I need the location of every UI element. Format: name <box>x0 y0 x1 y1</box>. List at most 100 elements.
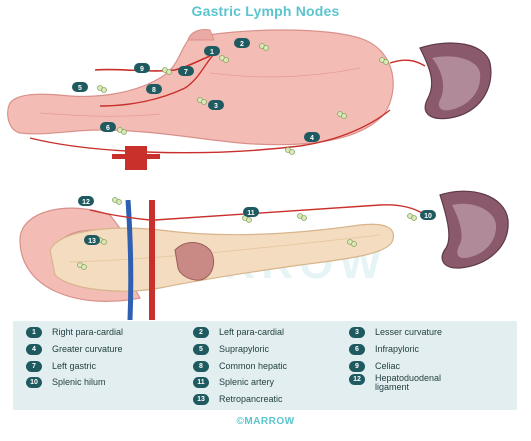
artery-hepatic <box>89 209 151 221</box>
legend-item-6: 6 Infrapyloric <box>349 344 419 356</box>
legend-label: Greater curvature <box>52 344 123 354</box>
legend-badge: 3 <box>349 327 365 338</box>
svg-text:13: 13 <box>88 238 96 245</box>
legend-label: Suprapyloric <box>219 344 270 354</box>
legend-badge: 8 <box>193 361 209 372</box>
legend-item-7: 7 Left gastric <box>26 361 96 373</box>
svg-text:5: 5 <box>78 85 82 92</box>
legend-item-12: 12 Hepatoduodenal ligament <box>349 374 460 392</box>
svg-text:6: 6 <box>106 125 110 132</box>
legend-badge: 5 <box>193 344 209 355</box>
legend-label: Hepatoduodenal ligament <box>375 373 442 392</box>
stomach-shape <box>7 29 394 146</box>
legend-badge: 2 <box>193 327 209 338</box>
legend-item-9: 9 Celiac <box>349 361 400 373</box>
legend-badge: 1 <box>26 327 42 338</box>
footer-brand: ©MARROW <box>236 416 295 427</box>
svg-text:2: 2 <box>240 41 244 48</box>
stomach-illustration: MARROW 1 2 3 4 5 6 7 8 9 <box>7 29 492 170</box>
svg-text:9: 9 <box>140 66 144 73</box>
legend-label: Infrapyloric <box>375 344 420 354</box>
lymph-node <box>166 69 172 75</box>
lymph-node <box>223 57 229 63</box>
artery-left-gastric <box>94 55 211 72</box>
svg-text:10: 10 <box>424 213 432 220</box>
svg-text:4: 4 <box>310 135 314 142</box>
node-badge-1: 1 <box>204 46 220 56</box>
node-badge-12: 12 <box>78 196 94 206</box>
pancreas-illustration: MARROW 10 11 12 13 <box>19 190 509 320</box>
legend-badge: 11 <box>193 377 209 388</box>
lymph-node <box>351 241 357 247</box>
legend-badge: 9 <box>349 361 365 372</box>
lymph-node <box>411 215 417 221</box>
stomach-remnant <box>174 242 215 281</box>
legend-item-2: 2 Left para-cardial <box>193 327 284 339</box>
node-badge-2: 2 <box>234 38 250 48</box>
node-badge-5: 5 <box>72 82 88 92</box>
legend-item-10: 10 Splenic hilum <box>26 377 106 389</box>
stomach-folds <box>39 67 361 117</box>
lymph-node <box>341 113 347 119</box>
legend-item-13: 13 Retropancreatic <box>193 394 283 406</box>
diagram-title: Gastric Lymph Nodes <box>191 3 340 19</box>
node-badge-11: 11 <box>243 207 259 217</box>
node-badge-8: 8 <box>146 84 162 94</box>
legend-item-3: 3 Lesser curvature <box>349 327 442 339</box>
lymph-node <box>116 199 122 205</box>
lymph-node <box>201 99 207 105</box>
lymph-node <box>246 217 252 223</box>
svg-text:1: 1 <box>210 49 214 56</box>
legend-item-8: 8 Common hepatic <box>193 361 287 373</box>
lymph-nodes-upper <box>97 43 389 155</box>
lymph-node <box>383 59 389 65</box>
legend-item-1: 1 Right para-cardial <box>26 327 123 339</box>
artery-lesser-curvature <box>99 52 216 107</box>
node-badge-6: 6 <box>100 122 116 132</box>
spleen-inner <box>432 56 481 111</box>
aorta-branch <box>112 154 160 159</box>
legend-badge: 12 <box>349 374 365 385</box>
legend-badge: 4 <box>26 344 42 355</box>
lymph-node <box>263 45 269 51</box>
legend-label: Splenic artery <box>219 377 275 387</box>
artery-splenic-upper <box>389 59 426 67</box>
legend-label: Left gastric <box>52 361 97 371</box>
legend-label: Lesser curvature <box>375 327 443 337</box>
legend-item-4: 4 Greater curvature <box>26 344 123 356</box>
lymph-node <box>101 239 107 245</box>
spleen-inner-lower <box>452 203 497 259</box>
svg-text:8: 8 <box>152 87 156 94</box>
legend-label: Splenic hilum <box>52 377 106 387</box>
legend-item-11: 11 Splenic artery <box>193 377 274 389</box>
svg-text:3: 3 <box>214 103 218 110</box>
legend-badge: 10 <box>26 377 42 388</box>
legend-label: Retropancreatic <box>219 394 283 404</box>
legend-label: Celiac <box>375 361 401 371</box>
node-badge-10: 10 <box>420 210 436 220</box>
legend-badge: 6 <box>349 344 365 355</box>
legend-item-5: 5 Suprapyloric <box>193 344 269 356</box>
lymph-node <box>301 215 307 221</box>
esophagus-shape <box>187 29 215 41</box>
node-badge-7: 7 <box>178 66 194 76</box>
vein-portal <box>125 199 134 320</box>
lymph-nodes-lower <box>77 197 417 270</box>
legend-label: Right para-cardial <box>52 327 124 337</box>
artery-greater-curvature <box>29 109 391 154</box>
legend-badge: 13 <box>193 394 209 405</box>
legend-panel: 1 Right para-cardial 2 Left para-cardial… <box>13 321 517 410</box>
svg-text:7: 7 <box>184 69 188 76</box>
legend-label: Left para-cardial <box>219 327 285 337</box>
legend-badge: 7 <box>26 361 42 372</box>
lymph-node <box>289 149 295 155</box>
node-badge-9: 9 <box>134 63 150 73</box>
lymph-node <box>121 129 127 135</box>
node-badge-4: 4 <box>304 132 320 142</box>
artery-splenic <box>154 204 426 221</box>
lymph-node <box>101 87 107 93</box>
lymph-node <box>81 264 87 270</box>
node-badge-3: 3 <box>208 100 224 110</box>
svg-text:12: 12 <box>82 199 90 206</box>
node-badge-13: 13 <box>84 235 100 245</box>
